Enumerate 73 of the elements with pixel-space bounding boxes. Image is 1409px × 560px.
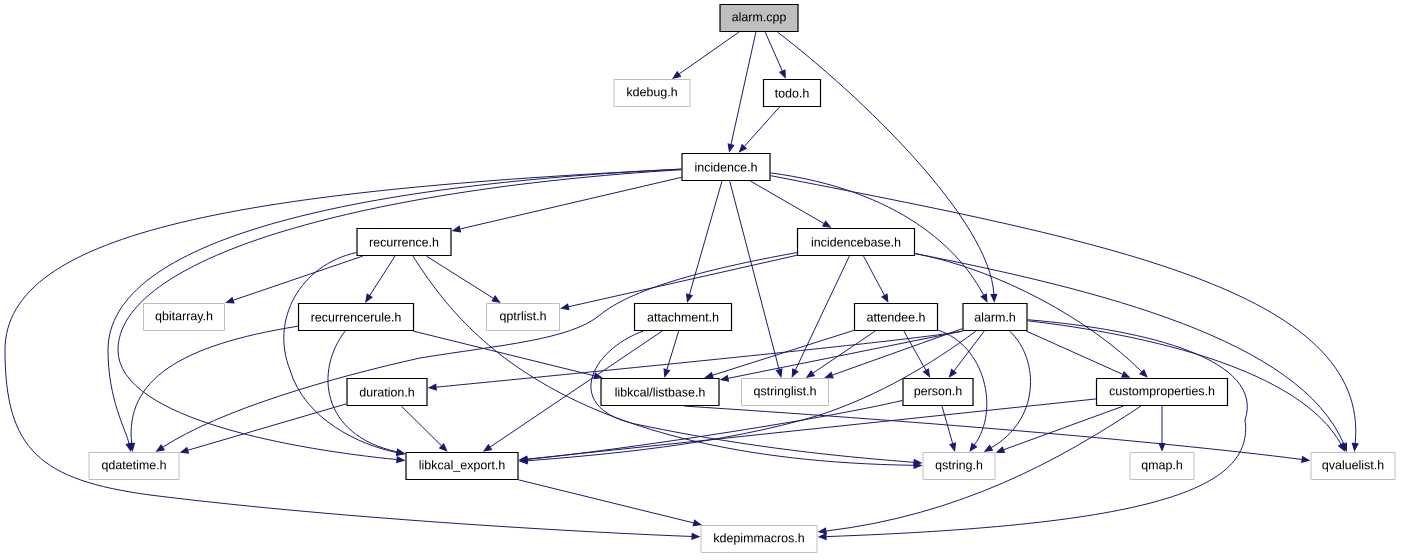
- arrow: [518, 479, 702, 527]
- arrow: [727, 31, 757, 153]
- arrow: [720, 330, 963, 382]
- arrow: [818, 319, 1248, 540]
- arrow: [663, 330, 680, 378]
- arrow: [914, 253, 1348, 452]
- arrow: [683, 405, 1310, 463]
- arrow: [452, 176, 682, 233]
- file-box: attachment.h: [633, 302, 733, 332]
- arrow: [777, 31, 998, 302]
- arrow: [4, 168, 700, 540]
- arrow: [863, 255, 889, 303]
- file-box: attendee.h: [853, 302, 939, 332]
- file-box: alarm.h: [962, 302, 1028, 332]
- arrow: [365, 255, 396, 303]
- arrow: [903, 330, 930, 378]
- file-box: qptrlist.h: [486, 303, 560, 331]
- arrow: [818, 405, 1142, 535]
- file-box: qmap.h: [1129, 452, 1195, 480]
- arrow: [560, 254, 798, 311]
- arrow: [590, 330, 922, 466]
- file-box: incidencebase.h: [796, 227, 916, 257]
- arrow: [483, 330, 663, 452]
- arrow: [327, 330, 405, 456]
- file-box: kdepimmacros.h: [700, 525, 818, 553]
- file-box: incidence.h: [681, 152, 771, 182]
- arrow: [705, 329, 855, 379]
- arrow: [996, 405, 1124, 453]
- arrow: [749, 180, 831, 228]
- file-box: person.h: [902, 377, 974, 407]
- arrow: [180, 403, 347, 454]
- file-box: recurrence.h: [356, 227, 452, 257]
- arrow: [425, 255, 501, 303]
- arrow: [686, 180, 723, 303]
- arrow: [519, 330, 977, 465]
- arrow: [412, 255, 922, 469]
- arrow: [729, 180, 783, 378]
- file-box: qstringlist.h: [741, 378, 829, 406]
- arrow: [400, 405, 448, 452]
- arrow: [1158, 405, 1166, 452]
- arrow: [283, 252, 405, 456]
- file-box: qstring.h: [922, 452, 996, 480]
- file-box: customproperties.h: [1095, 377, 1229, 407]
- arrow: [519, 399, 903, 463]
- arrow: [770, 172, 988, 303]
- arrow: [949, 330, 985, 378]
- arrow: [825, 328, 963, 379]
- arrow: [764, 31, 786, 79]
- file-box: alarm.cpp: [719, 3, 799, 33]
- arrow: [672, 31, 740, 79]
- arrow: [156, 252, 798, 452]
- arrow: [225, 255, 364, 304]
- arrow: [519, 398, 1097, 463]
- arrow: [1025, 330, 1130, 378]
- file-box: libkcal/listbase.h: [600, 377, 720, 407]
- file-box: todo.h: [762, 78, 822, 108]
- file-box: qvaluelist.h: [1310, 452, 1396, 480]
- file-box: qbitarray.h: [143, 303, 225, 331]
- arrow: [941, 405, 956, 452]
- arrow: [128, 325, 299, 452]
- arrow: [412, 330, 603, 380]
- arrow: [984, 330, 1031, 452]
- file-box: libkcal_export.h: [405, 451, 519, 481]
- arrow: [791, 255, 850, 378]
- file-box: qdatetime.h: [88, 452, 180, 480]
- file-box: recurrencerule.h: [297, 302, 415, 332]
- arrow: [770, 175, 1359, 452]
- file-box: duration.h: [346, 377, 428, 407]
- arrow: [937, 329, 988, 452]
- arrow: [1027, 320, 1346, 452]
- arrow: [739, 106, 780, 153]
- arrow: [806, 330, 876, 378]
- file-box: kdebug.h: [613, 79, 691, 107]
